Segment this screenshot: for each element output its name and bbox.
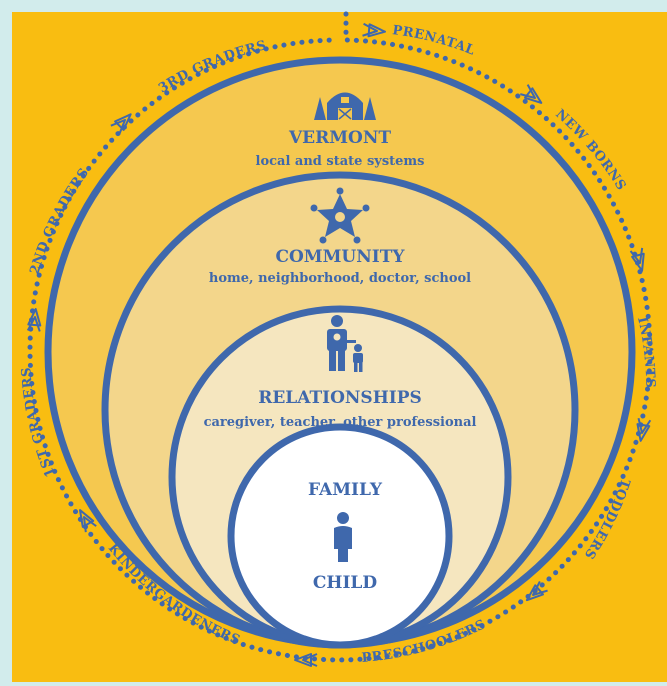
arrow-icon <box>294 653 318 667</box>
community-subtitle: home, neighborhood, doctor, school <box>209 271 471 286</box>
vermont-title: VERMONT <box>288 128 391 148</box>
arrow-icon <box>362 22 386 38</box>
child-icon <box>334 512 352 562</box>
timeline-arrows <box>26 22 652 667</box>
relationships-subtitle: caregiver, teacher, other professional <box>204 415 477 430</box>
adult-child-icon <box>327 315 363 372</box>
child-label: CHILD <box>313 573 377 593</box>
arrow-icon <box>520 84 543 104</box>
people-star-icon <box>310 187 370 244</box>
barn-trees-icon <box>314 92 376 120</box>
arrow-icon <box>26 308 42 332</box>
timeline-dotted-ring <box>27 11 653 663</box>
family-title: FAMILY <box>308 480 383 500</box>
arrow-icon <box>110 113 132 135</box>
arrow-icon <box>525 580 548 602</box>
arrow-icon <box>629 247 645 272</box>
arrow-icon <box>636 417 652 442</box>
relationships-title: RELATIONSHIPS <box>258 388 422 408</box>
vermont-subtitle: local and state systems <box>256 154 425 169</box>
arrow-icon <box>79 509 97 533</box>
community-title: COMMUNITY <box>275 247 405 267</box>
